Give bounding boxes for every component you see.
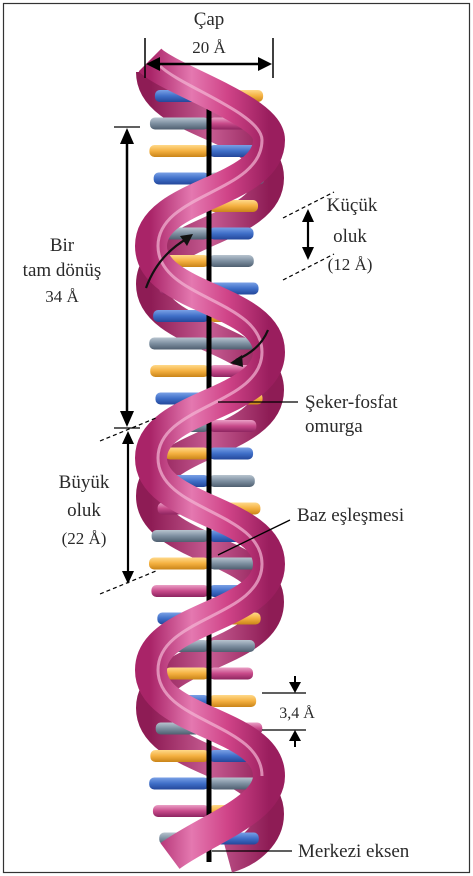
major-groove-label-3: (22 Å)	[62, 529, 107, 548]
base-pair-label: Baz eşleşmesi	[297, 505, 404, 526]
diameter-title: Çap	[194, 9, 225, 30]
base-pair-rung-13-a	[165, 448, 209, 460]
minor-groove-annotation: Küçük oluk (12 Å)	[283, 192, 378, 280]
major-groove-label-1: Büyük	[59, 472, 110, 493]
base-pair-rung-9-a	[149, 338, 209, 350]
diameter-value: 20 Å	[192, 38, 226, 57]
rise-annotation: 3,4 Å	[262, 676, 315, 747]
major-groove-label-2: oluk	[67, 500, 101, 521]
central-axis-label: Merkezi eksen	[298, 841, 410, 862]
base-pair-rung-12-b	[209, 420, 256, 432]
base-pair-rung-22-b	[209, 695, 256, 707]
arrow-down-icon	[120, 411, 134, 427]
base-pair-rung-21-a	[165, 668, 209, 680]
base-pair-rung-18-a	[151, 585, 209, 597]
base-pair-rung-1-a	[150, 118, 209, 130]
base-pair-rung-2-a	[149, 145, 209, 157]
minor-groove-label-3: (12 Å)	[328, 255, 373, 274]
base-pair-rung-20-b	[209, 640, 255, 652]
base-pair-rung-10-a	[150, 365, 209, 377]
base-pair-rung-5-b	[209, 228, 254, 240]
base-pair-rung-21-b	[209, 668, 253, 680]
full-turn-label-2: tam dönüş	[23, 260, 102, 281]
base-pair-rung-26-a	[153, 805, 209, 817]
rise-label: 3,4 Å	[279, 704, 315, 722]
full-turn-annotation: Bir tam dönüş 34 Å	[23, 127, 140, 428]
base-pair-rung-16-a	[152, 530, 209, 542]
base-pair-rung-17-a	[149, 558, 209, 570]
minor-groove-label-2: oluk	[333, 226, 367, 247]
arrow-right-icon	[258, 57, 272, 71]
backbone-label-2: omurga	[305, 416, 363, 437]
full-turn-label-1: Bir	[50, 235, 75, 256]
base-pair-rung-6-b	[209, 255, 254, 267]
arrow-up-icon	[120, 128, 134, 144]
base-pair-rung-13-b	[209, 448, 253, 460]
backbone-label-1: Şeker-fosfat	[305, 392, 398, 413]
base-pair-rung-24-a	[150, 750, 209, 762]
full-turn-label-3: 34 Å	[45, 287, 79, 306]
base-pair-rung-14-b	[209, 475, 255, 487]
minor-groove-label-1: Küçük	[327, 195, 378, 216]
base-pair-rung-25-a	[149, 778, 209, 790]
